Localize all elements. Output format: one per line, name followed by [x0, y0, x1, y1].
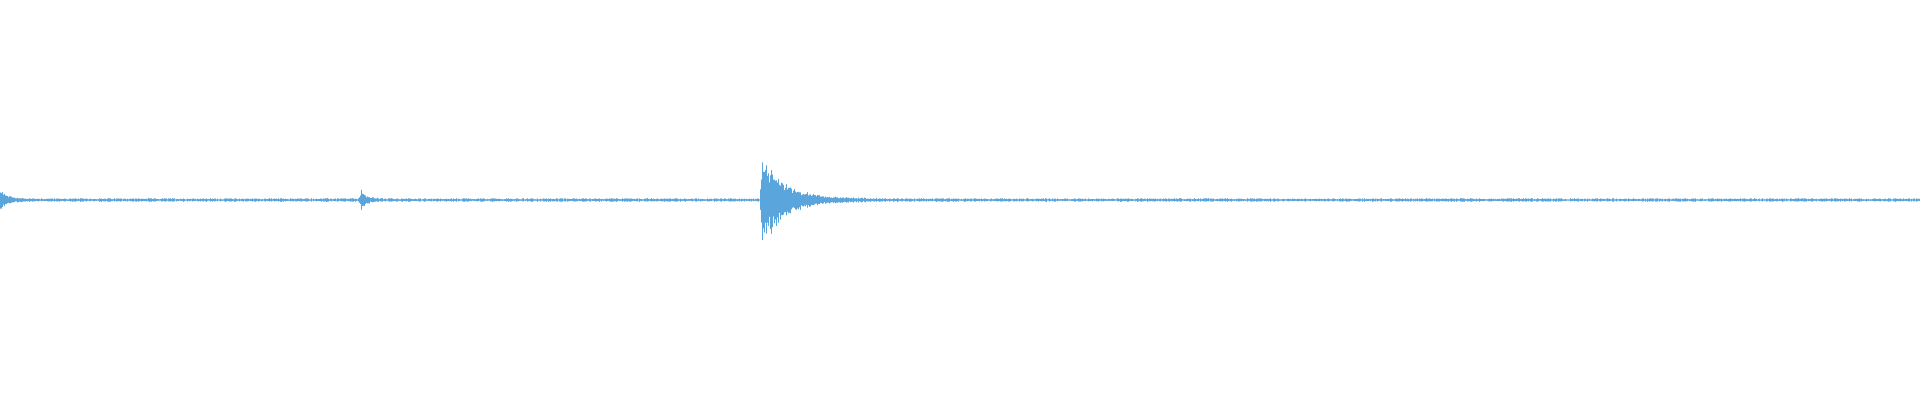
waveform-bars [0, 162, 1920, 241]
waveform-path [0, 162, 1920, 241]
